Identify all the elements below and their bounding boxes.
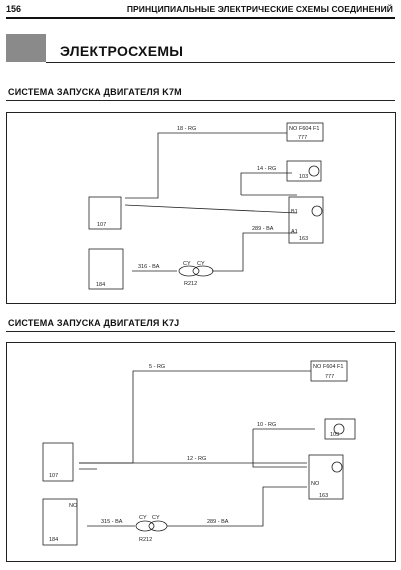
d2-connector-label: R212 — [139, 537, 152, 543]
d1-component-bot: 184 — [96, 282, 105, 288]
d1-connector-label: R212 — [184, 281, 197, 287]
d1-wire-mid-label: 14 - RG — [257, 166, 276, 172]
d2-wire-center-label: 12 - RG — [187, 456, 206, 462]
d1-component-left: 107 — [97, 222, 106, 228]
section-marker — [6, 34, 46, 62]
d1-wire-bot-label: 289 - BA — [252, 226, 274, 232]
diagram1-title: СИСТЕМА ЗАПУСКА ДВИГАТЕЛЯ K7M — [8, 87, 182, 97]
d1-wire-top-label: 18 - RG — [177, 126, 196, 132]
page-header-title: ПРИНЦИПИАЛЬНЫЕ ЭЛЕКТРИЧЕСКИЕ СХЕМЫ СОЕДИ… — [126, 4, 393, 14]
d2-component-right: 163 — [319, 493, 328, 499]
d2-wire-bot-label: 289 - BA — [207, 519, 229, 525]
d2-cv1: CY — [139, 515, 147, 521]
d2-component-bot: 184 — [49, 537, 58, 543]
header-rule — [6, 17, 395, 19]
diagram1-frame: 18 - RG 14 - RG 289 - BA 316 - BA 777 10… — [6, 112, 396, 304]
d1-f1: F1 — [313, 126, 319, 132]
page-number: 156 — [6, 4, 22, 14]
section-rule — [46, 62, 395, 63]
d1-a1: A1 — [291, 229, 298, 235]
d2-fuse-top: F604 — [323, 364, 336, 370]
d2-nc-top: NO — [313, 364, 322, 370]
d2-component-top: 777 — [325, 374, 334, 380]
diagram2-frame: 5 - RG 10 - RG 12 - RG 289 - BA 315 - BA… — [6, 342, 396, 562]
d1-component-mid: 103 — [299, 174, 308, 180]
diagram2-title-rule — [6, 331, 395, 333]
d1-nc-top: NO — [289, 126, 298, 132]
d2-wire-mid-label: 10 - RG — [257, 422, 276, 428]
d1-component-top: 777 — [298, 135, 307, 141]
section-title: ЭЛЕКТРОСХЕМЫ — [60, 43, 184, 59]
diagram1-title-rule — [6, 100, 395, 102]
d1-component-right: 163 — [299, 236, 308, 242]
d1-b1: B1 — [291, 209, 298, 215]
d2-wire-left-label: 315 - BA — [101, 519, 123, 525]
d1-fuse-top: F604 — [299, 126, 312, 132]
diagram2-title: СИСТЕМА ЗАПУСКА ДВИГАТЕЛЯ K7J — [8, 318, 180, 328]
diagram1-schematic: 18 - RG 14 - RG 289 - BA 316 - BA 777 10… — [88, 122, 324, 290]
d2-nc-right: NO — [311, 481, 320, 487]
d1-wire-left-label: 316 - BA — [138, 264, 160, 270]
d1-cv1: CY — [183, 261, 191, 267]
d2-nc-bot: NO — [69, 503, 78, 509]
d2-cv2: CY — [152, 515, 160, 521]
d1-cv2: CY — [197, 261, 205, 267]
diagram2-schematic: 5 - RG 10 - RG 12 - RG 289 - BA 315 - BA… — [42, 360, 356, 546]
d2-component-left: 107 — [49, 473, 58, 479]
d2-wire-top-label: 5 - RG — [149, 364, 165, 370]
d2-component-mid: 103 — [330, 432, 339, 438]
d2-f1: F1 — [337, 364, 343, 370]
